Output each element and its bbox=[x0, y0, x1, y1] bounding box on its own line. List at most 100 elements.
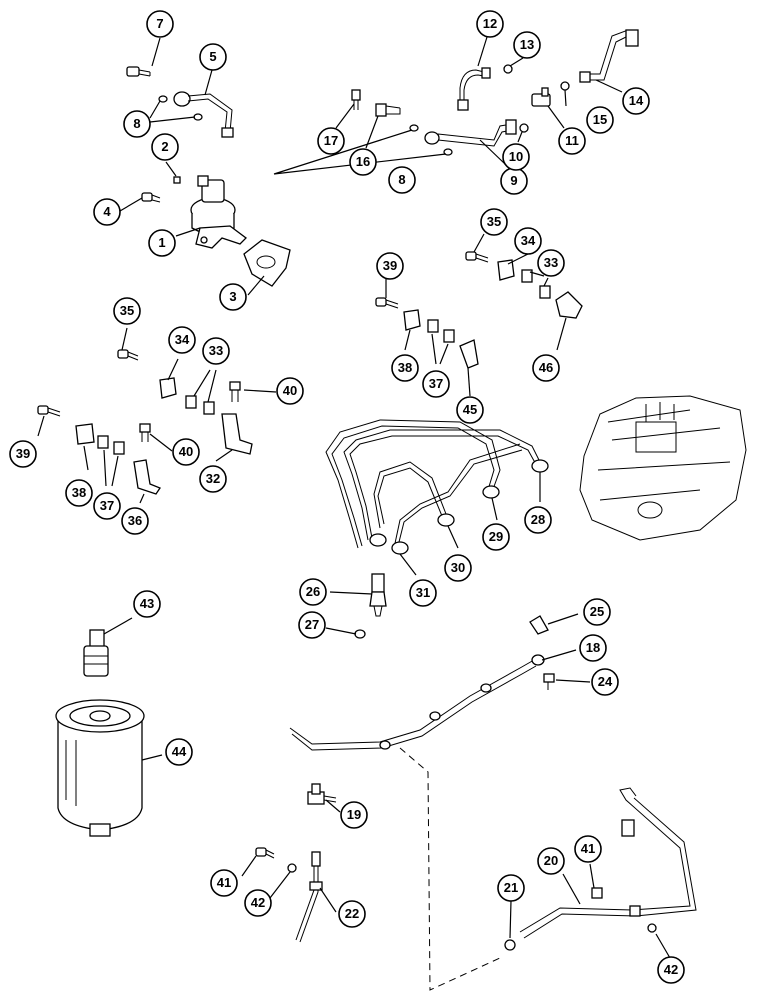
svg-text:10: 10 bbox=[509, 149, 523, 164]
callout-41-right: 41 bbox=[574, 835, 602, 863]
svg-text:36: 36 bbox=[128, 513, 142, 528]
callout-28: 28 bbox=[524, 506, 552, 534]
svg-text:14: 14 bbox=[629, 93, 644, 108]
part-7-bolt bbox=[126, 66, 151, 77]
callout-44: 44 bbox=[165, 738, 193, 766]
svg-text:29: 29 bbox=[489, 529, 503, 544]
callout-27: 27 bbox=[298, 611, 326, 639]
callout-38-left: 38 bbox=[65, 479, 93, 507]
part-41-bolt-2 bbox=[591, 887, 603, 899]
part-24-screw bbox=[543, 673, 555, 690]
callout-40-upper: 40 bbox=[276, 377, 304, 405]
injector-pipe-bundle bbox=[325, 419, 549, 555]
svg-text:30: 30 bbox=[451, 560, 465, 575]
callout-30: 30 bbox=[444, 554, 472, 582]
callout-5: 5 bbox=[199, 43, 227, 71]
part-3-gasket bbox=[243, 239, 291, 287]
callout-19: 19 bbox=[340, 801, 368, 829]
svg-text:22: 22 bbox=[345, 906, 359, 921]
parts-artwork bbox=[37, 29, 747, 991]
callout-4: 4 bbox=[93, 198, 121, 226]
return-line-dashed bbox=[399, 747, 501, 991]
callout-11: 11 bbox=[558, 127, 586, 155]
svg-text:9: 9 bbox=[510, 173, 517, 188]
callout-34-top: 34 bbox=[514, 227, 542, 255]
part-39-bolt bbox=[375, 297, 399, 309]
callout-14: 14 bbox=[622, 87, 650, 115]
svg-text:37: 37 bbox=[100, 498, 114, 513]
callout-21: 21 bbox=[497, 874, 525, 902]
svg-text:16: 16 bbox=[356, 154, 370, 169]
part-34-clamp-2 bbox=[159, 377, 177, 399]
callout-20: 20 bbox=[537, 847, 565, 875]
svg-text:44: 44 bbox=[172, 744, 187, 759]
svg-text:40: 40 bbox=[179, 444, 193, 459]
part-5-banjo-pipe bbox=[173, 91, 234, 138]
svg-text:11: 11 bbox=[565, 133, 579, 148]
svg-text:46: 46 bbox=[539, 360, 553, 375]
callout-16: 16 bbox=[349, 148, 377, 176]
part-40-bolt bbox=[229, 381, 241, 402]
part-1-lift-pump bbox=[190, 175, 247, 249]
svg-text:31: 31 bbox=[416, 585, 430, 600]
callout-46: 46 bbox=[532, 354, 560, 382]
part-25-clip bbox=[529, 615, 549, 635]
callout-39-middle: 39 bbox=[376, 252, 404, 280]
svg-text:4: 4 bbox=[103, 204, 111, 219]
callout-40-lower: 40 bbox=[172, 438, 200, 466]
callout-15: 15 bbox=[586, 106, 614, 134]
part-42-nut-2 bbox=[647, 923, 657, 933]
part-35-bolt bbox=[465, 251, 489, 263]
part-43-fitting bbox=[83, 629, 109, 677]
part-9-pipe bbox=[424, 119, 517, 147]
callouts: 7 5 8 2 4 1 3 12 13 14 17 16 8 9 10 11 1… bbox=[9, 10, 685, 984]
part-11-valve bbox=[531, 87, 551, 107]
svg-text:5: 5 bbox=[209, 49, 216, 64]
part-44-fuel-filter bbox=[55, 699, 145, 837]
svg-text:24: 24 bbox=[598, 674, 613, 689]
part-18-leak-off-rail bbox=[289, 654, 545, 751]
part-2-plug bbox=[173, 176, 181, 184]
part-26-injector bbox=[369, 573, 387, 617]
injection-pump-ghost bbox=[579, 395, 747, 541]
callout-42-right: 42 bbox=[657, 956, 685, 984]
part-46-bracket bbox=[555, 291, 583, 319]
part-45-bracket bbox=[459, 339, 479, 369]
part-33-clamp-4 bbox=[203, 401, 215, 415]
part-20-pipe bbox=[519, 787, 697, 939]
svg-text:17: 17 bbox=[324, 133, 338, 148]
callout-36: 36 bbox=[121, 507, 149, 535]
part-37-clamp-3 bbox=[97, 435, 109, 449]
callout-41-left: 41 bbox=[210, 869, 238, 897]
svg-text:41: 41 bbox=[581, 841, 595, 856]
callout-17: 17 bbox=[317, 127, 345, 155]
callout-31: 31 bbox=[409, 579, 437, 607]
callout-10: 10 bbox=[502, 143, 530, 171]
svg-text:35: 35 bbox=[120, 303, 134, 318]
svg-text:38: 38 bbox=[72, 485, 86, 500]
callout-43: 43 bbox=[133, 590, 161, 618]
svg-text:41: 41 bbox=[217, 875, 231, 890]
callout-3: 3 bbox=[219, 283, 247, 311]
svg-text:33: 33 bbox=[209, 343, 223, 358]
part-36-bracket bbox=[133, 459, 161, 495]
callout-29: 29 bbox=[482, 523, 510, 551]
svg-text:28: 28 bbox=[531, 512, 545, 527]
callout-39-left: 39 bbox=[9, 440, 37, 468]
callout-45: 45 bbox=[456, 396, 484, 424]
part-33-clamp-2 bbox=[539, 285, 551, 299]
callout-37-left: 37 bbox=[93, 492, 121, 520]
svg-text:8: 8 bbox=[133, 116, 140, 131]
callout-35-top: 35 bbox=[480, 208, 508, 236]
svg-text:2: 2 bbox=[161, 139, 168, 154]
part-21-nut bbox=[504, 939, 516, 951]
callout-33-top: 33 bbox=[537, 249, 565, 277]
svg-text:32: 32 bbox=[206, 471, 220, 486]
callout-24: 24 bbox=[591, 668, 619, 696]
part-19-tee-fitting bbox=[307, 783, 337, 805]
part-37-clamp-4 bbox=[113, 441, 125, 455]
part-33-clamp bbox=[521, 269, 533, 283]
part-39-bolt-2 bbox=[37, 405, 61, 417]
svg-text:45: 45 bbox=[463, 402, 477, 417]
